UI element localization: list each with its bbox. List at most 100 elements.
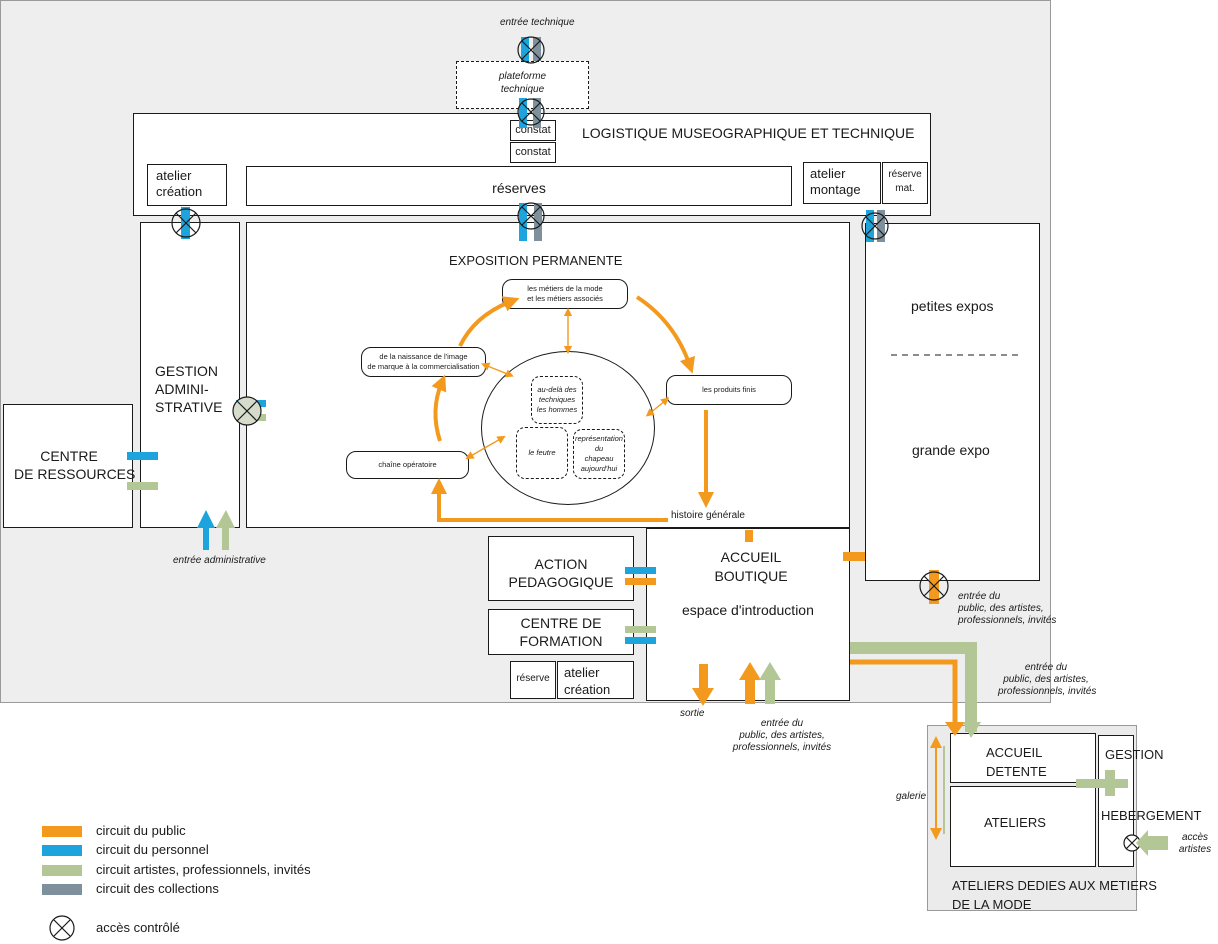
platform-label-line1: plateforme <box>498 71 547 82</box>
entry-technical-label: entrée technique <box>500 17 575 28</box>
node-au-dela-line3: les hommes <box>536 405 578 414</box>
centre-formation-label: CENTRE DE FORMATION <box>488 614 634 650</box>
entry-public-ateliers-line2: public, des artistes, <box>1003 674 1089 685</box>
legend-access-icon <box>49 915 75 941</box>
logistics-title: LOGISTIQUE MUSEOGRAPHIQUE ET TECHNIQUE <box>582 125 915 141</box>
node-naissance-line1: de la naissance de l'image <box>379 352 468 361</box>
node-representation-line3: aujourd'hui <box>580 464 618 473</box>
flow-arrows <box>431 295 714 522</box>
link-naissance-core <box>481 362 514 378</box>
centre-ressources-label: CENTRE DE RESSOURCES <box>14 447 136 483</box>
bar-public-accueil <box>745 530 753 542</box>
legend-swatch-artists <box>42 865 82 876</box>
centre-formation <box>488 609 634 655</box>
ateliers-label: ATELIERS <box>984 815 1046 830</box>
entry-public-ateliers-line3: professionnels, invités <box>998 686 1097 697</box>
legend-swatch-collections <box>42 884 82 895</box>
gestion-label: GESTION <box>1105 747 1164 762</box>
node-feutre: le feutre <box>516 427 568 479</box>
arrow-histoire-chaine <box>431 478 668 522</box>
entry-public-accueil-line2: public, des artistes, <box>739 730 825 741</box>
reserve-mat-line1: réserve <box>888 169 922 180</box>
atelier-montage-line2: montage <box>810 182 861 197</box>
artists-access-label: accès artistes <box>1172 832 1218 856</box>
entry-public-ateliers-label: entrée du public, des artistes, professi… <box>998 662 1097 698</box>
atelier-creation-top-line2: création <box>156 184 203 199</box>
espace-intro-label: espace d'introduction <box>682 602 814 618</box>
node-chaine: chaîne opératoire <box>346 451 469 479</box>
entry-public-accueil-line3: professionnels, invités <box>732 742 832 753</box>
ateliers-room <box>950 786 1096 867</box>
node-naissance-line2: de marque à la commercialisation <box>367 362 480 371</box>
gestion-admin-line2: ADMINI- <box>155 381 209 397</box>
entry-public-expos-label: entrée du public, des artistes, professi… <box>958 591 1056 627</box>
bar-staff-ressources <box>127 452 158 460</box>
node-au-dela-line1: au-delà des <box>537 385 577 394</box>
atelier-creation-top: atelier création <box>147 164 227 206</box>
link-produits-core <box>645 397 670 417</box>
node-metiers-line1: les métiers de la mode <box>527 284 603 293</box>
legend-swatch-public <box>42 826 82 837</box>
arrow-chaine-naissance <box>431 374 447 442</box>
node-representation-line1: représentation du <box>575 434 623 453</box>
atelier-creation-bottom-line1: atelier <box>564 665 600 680</box>
platform-label-line2: technique <box>500 84 545 95</box>
entry-public-expos-line1: entrée du <box>958 591 1001 602</box>
gestion-administrative <box>140 222 240 528</box>
action-pedagogique-line2: PEDAGOGIQUE <box>508 574 614 590</box>
bar-artists-ressources <box>127 482 158 490</box>
arrow-metiers-produits <box>635 295 695 374</box>
expos-temporaires <box>865 223 1040 581</box>
arrow-naissance-metiers <box>458 296 520 347</box>
entry-public-accueil-line1: entrée du <box>760 718 804 729</box>
exit-label: sortie <box>680 708 705 719</box>
legend-label-collections: circuit des collections <box>96 881 219 896</box>
atelier-creation-top-line1: atelier <box>156 168 192 183</box>
ateliers-dedies-line1: ATELIERS DEDIES AUX METIERS <box>952 878 1157 893</box>
atelier-creation-bottom: atelier création <box>557 661 634 699</box>
entry-public-accueil-label: entrée du public, des artistes, professi… <box>728 718 836 754</box>
accueil-boutique-line2: BOUTIQUE <box>714 568 788 584</box>
access-points <box>171 36 1141 852</box>
action-pedagogique-line1: ACTION <box>534 556 588 572</box>
galerie-label: galerie <box>896 791 927 802</box>
accueil-detente <box>950 733 1096 783</box>
entry-public-ateliers-line1: entrée du <box>1024 662 1068 673</box>
link-chaine-core <box>465 435 506 460</box>
path-to-ateliers <box>850 642 981 738</box>
centre-formation-line2: FORMATION <box>519 633 603 649</box>
entry-admin-label: entrée administrative <box>173 555 266 566</box>
action-pedagogique-label: ACTION PEDAGOGIQUE <box>488 555 634 591</box>
accueil-detente-label: ACCUEIL DETENTE <box>986 743 1047 781</box>
entry-arrows <box>197 510 1168 856</box>
centre-ressources-line1: CENTRE <box>40 448 98 464</box>
accueil-detente-line1: ACCUEIL <box>986 745 1043 760</box>
reserve-mat-line2: mat. <box>895 183 915 194</box>
gestion-admin-line1: GESTION <box>155 363 219 379</box>
expo-permanente-title: EXPOSITION PERMANENTE <box>449 253 623 268</box>
hebergement-label: HEBERGEMENT <box>1101 808 1202 823</box>
galerie-arrows <box>930 736 945 840</box>
atelier-montage: atelier montage <box>803 162 881 204</box>
node-au-dela-line2: techniques <box>538 395 576 404</box>
entry-public-expos-line3: professionnels, invités <box>958 615 1057 626</box>
centre-ressources-line2: DE RESSOURCES <box>14 466 136 482</box>
artists-access-line2: artistes <box>1178 844 1212 855</box>
atelier-montage-line1: atelier <box>810 166 846 181</box>
node-representation-line2: chapeau <box>584 454 614 463</box>
accueil-detente-line2: DETENTE <box>986 764 1047 779</box>
petites-expos-label: petites expos <box>911 298 994 314</box>
gestion-admin-label: GESTION ADMINI- STRATIVE <box>155 362 222 416</box>
node-metiers-line2: et les métiers associés <box>527 294 603 303</box>
centre-formation-line1: CENTRE DE <box>520 615 602 631</box>
centre-ressources <box>3 404 133 528</box>
legend-label-public: circuit du public <box>96 823 186 838</box>
bar-artists-gestion-h <box>1076 779 1128 788</box>
bar-artists-formation <box>625 626 656 633</box>
reserve-mat: réserve mat. <box>882 162 928 204</box>
